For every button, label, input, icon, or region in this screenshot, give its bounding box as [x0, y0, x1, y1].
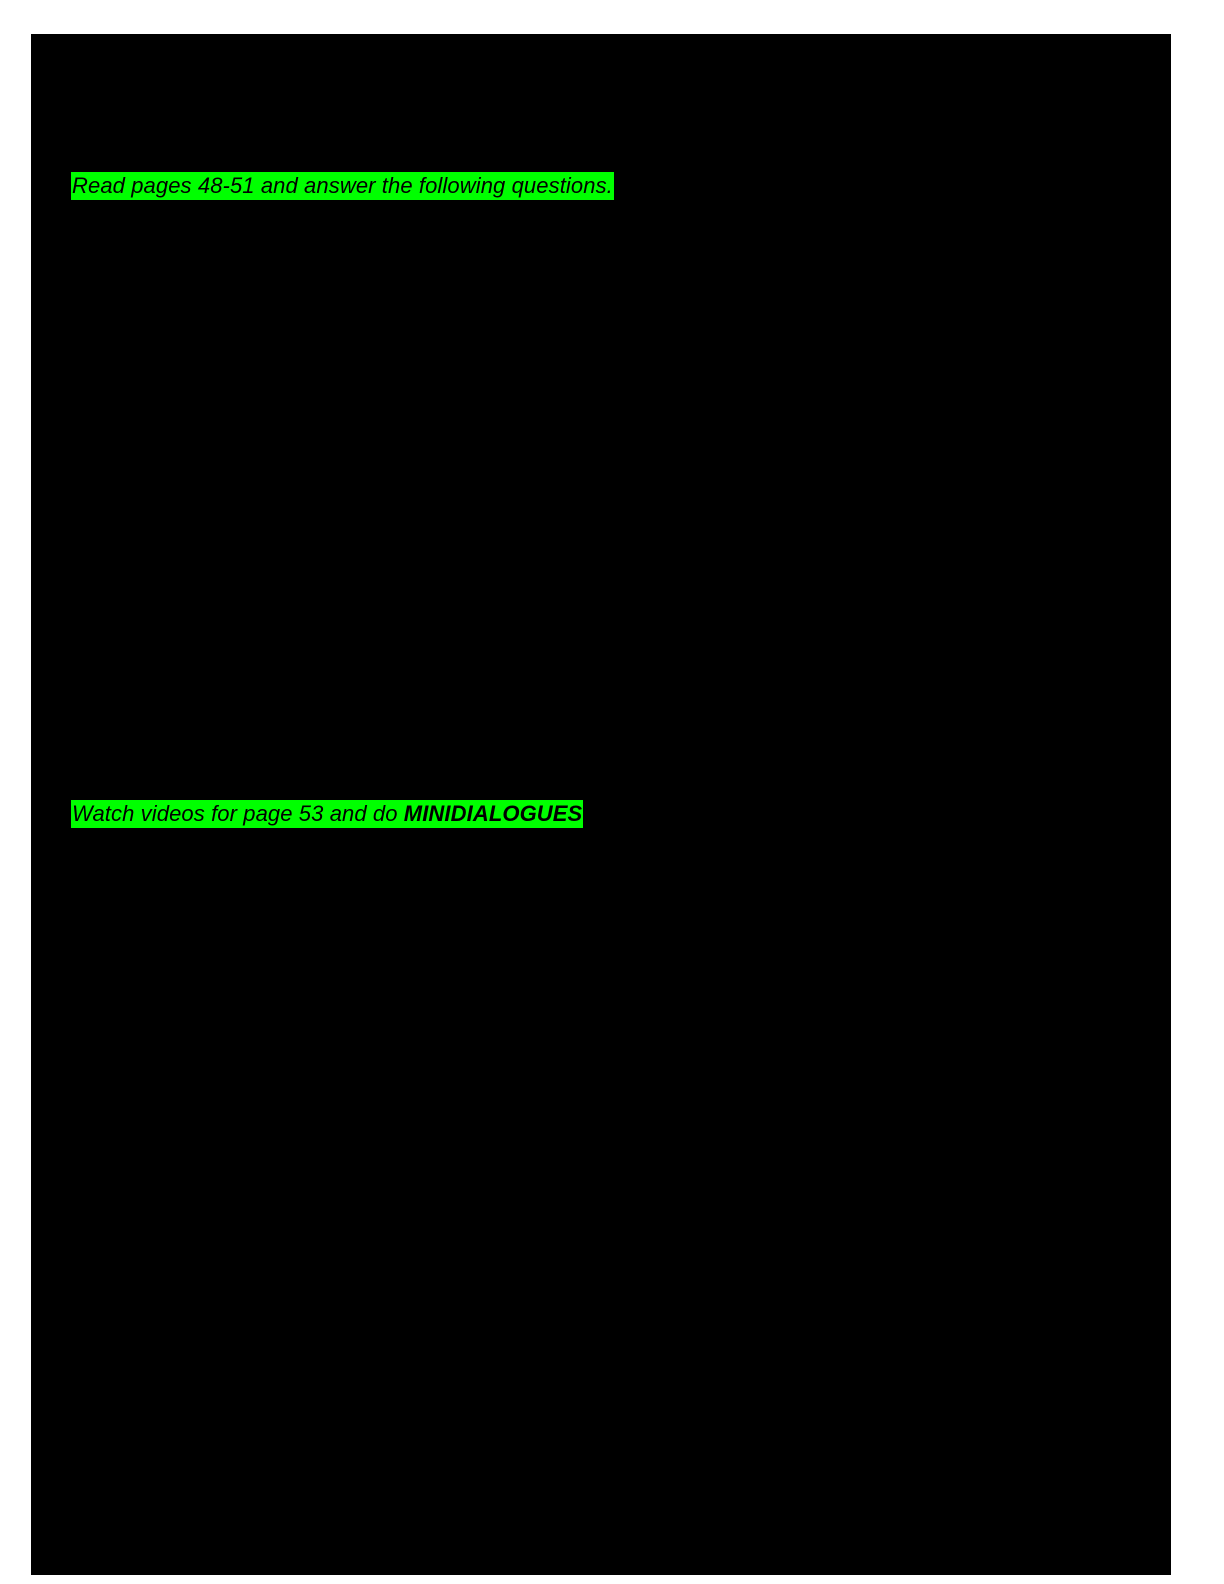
highlighted-text-watch-videos: Watch videos for page 53 and do MINIDIAL… [71, 800, 584, 828]
instruction-line-watch-videos: Watch videos for page 53 and do MINIDIAL… [71, 800, 584, 828]
instruction-line-read-pages: Read pages 48-51 and answer the followin… [71, 172, 614, 200]
minidialogues-answer-area[interactable] [71, 834, 1131, 1569]
document-page: Read pages 48-51 and answer the followin… [31, 34, 1171, 1575]
watch-videos-plain-text: Watch videos for page 53 and do [72, 801, 404, 826]
document-body: Read pages 48-51 and answer the followin… [31, 34, 1171, 1575]
watch-videos-bold-text: MINIDIALOGUES [403, 801, 583, 826]
highlighted-text-read-pages: Read pages 48-51 and answer the followin… [71, 172, 614, 200]
questions-answer-area[interactable] [71, 206, 1131, 794]
